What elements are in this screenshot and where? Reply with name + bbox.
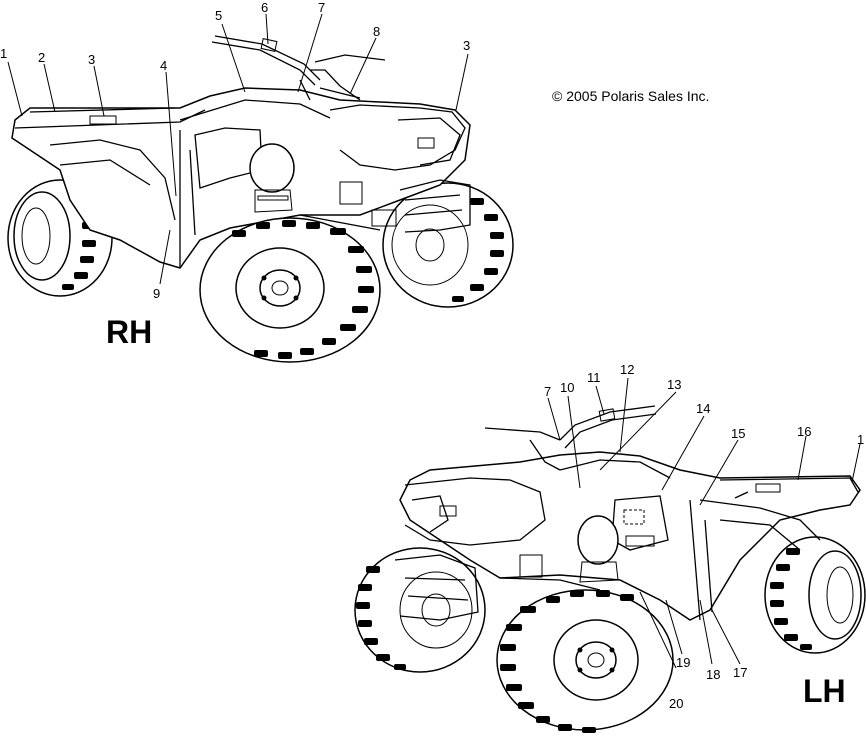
rh-leader-lines — [7, 13, 469, 285]
lh-side-label: LH — [803, 673, 846, 709]
lh-callout-12: 12 — [620, 362, 634, 377]
atv-right-side-illustration: 1 2 3 4 5 6 7 8 3 9 RH — [0, 0, 514, 363]
rh-callout-2: 2 — [38, 50, 45, 65]
rh-callout-3: 3 — [88, 52, 95, 67]
lh-callout-18: 18 — [706, 667, 720, 682]
lh-front-wheel-near — [496, 589, 674, 733]
lh-callout-7: 7 — [544, 384, 551, 399]
lh-callout-14: 14 — [696, 401, 710, 416]
rh-callout-4: 4 — [160, 58, 167, 73]
rh-callout-8: 8 — [373, 24, 380, 39]
rh-side-label: RH — [106, 314, 152, 350]
lh-callout-16: 16 — [797, 424, 811, 439]
lh-front-wheel-far — [354, 547, 486, 673]
lh-rear-wheel-far — [764, 536, 866, 654]
lh-callout-10: 10 — [560, 380, 574, 395]
lh-callout-17: 17 — [733, 665, 747, 680]
lh-leader-lines — [547, 377, 861, 669]
lh-callout-15: 15 — [731, 426, 745, 441]
rh-callout-9: 9 — [153, 286, 160, 301]
rh-callout-3b: 3 — [463, 38, 470, 53]
lh-callout-11: 11 — [587, 370, 601, 385]
lh-callout-20: 20 — [669, 696, 683, 711]
rh-front-wheel-far — [382, 182, 514, 308]
rh-callout-6: 6 — [261, 0, 268, 15]
lh-callout-1: 1 — [857, 432, 864, 447]
rh-front-wheel-near — [199, 217, 381, 363]
lh-callout-13: 13 — [667, 377, 681, 392]
lh-callout-19: 19 — [676, 655, 690, 670]
rh-callout-5: 5 — [215, 8, 222, 23]
atv-left-side-illustration: 7 10 11 12 13 14 15 16 1 19 18 17 20 LH — [354, 362, 866, 733]
rh-callout-1: 1 — [0, 46, 7, 61]
rh-callout-7: 7 — [318, 0, 325, 15]
copyright-notice: © 2005 Polaris Sales Inc. — [552, 88, 709, 104]
